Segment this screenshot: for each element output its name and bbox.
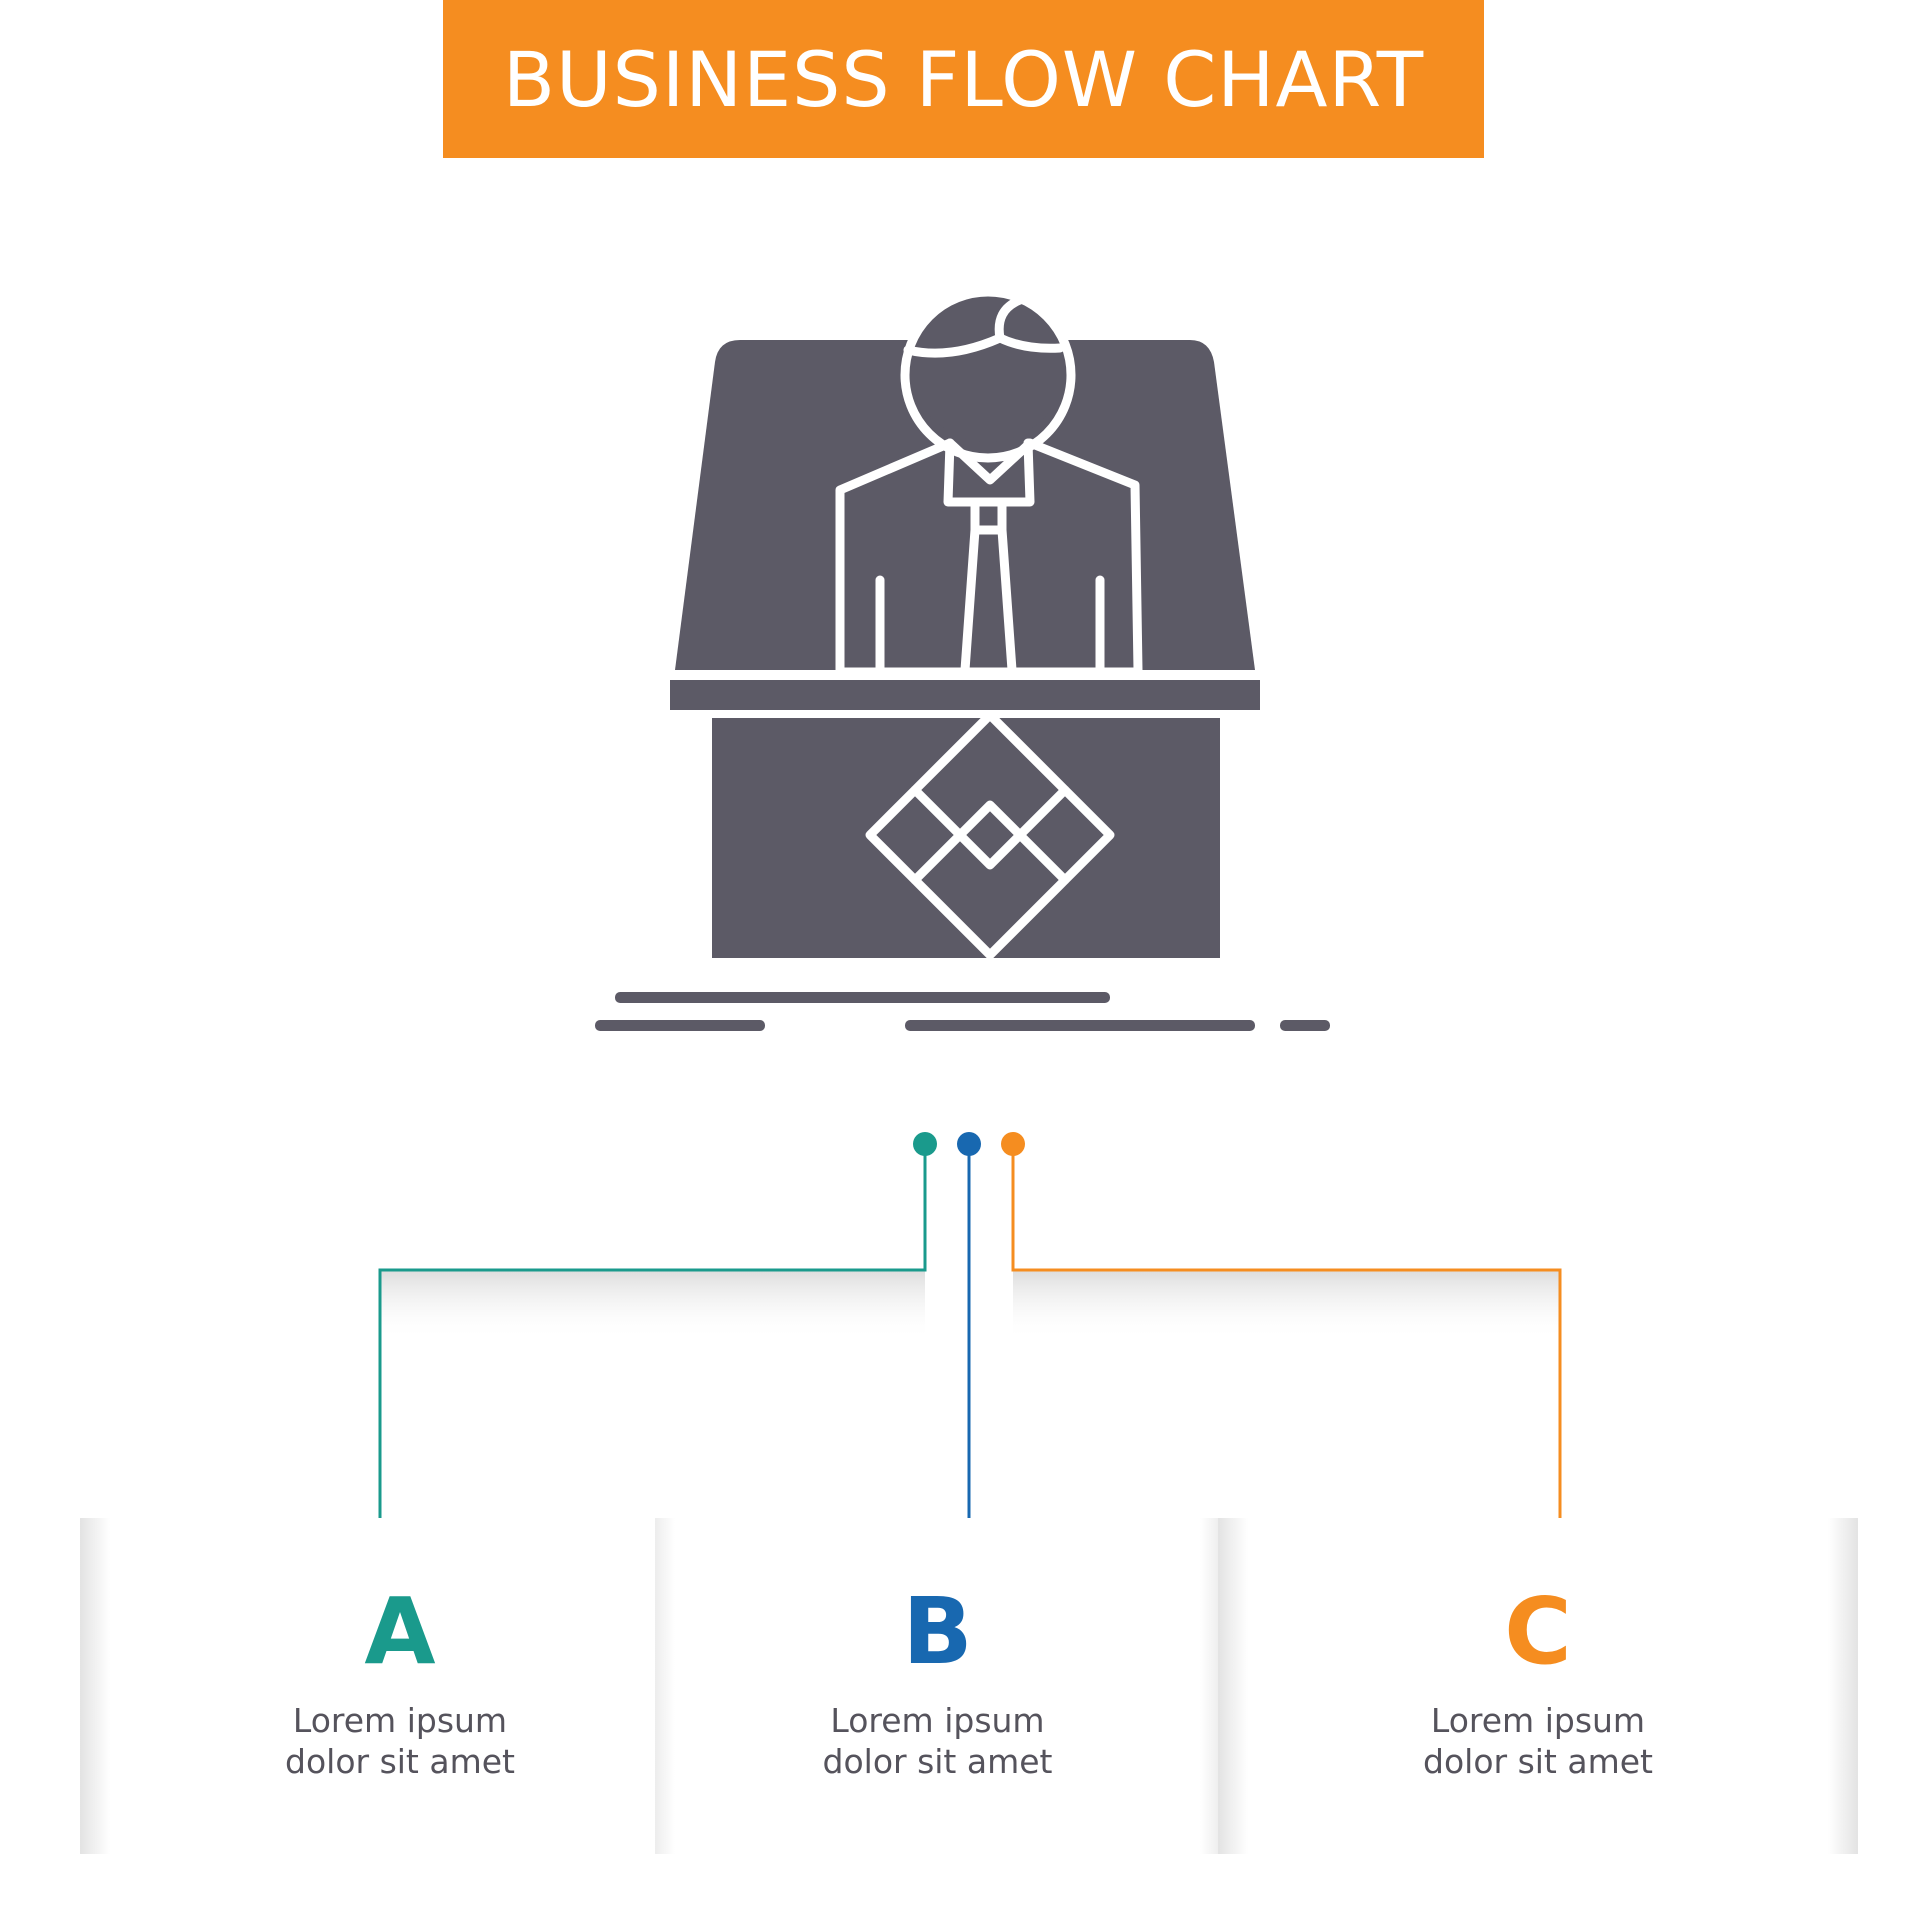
step-letter-c: C bbox=[1504, 1578, 1572, 1685]
connector-a bbox=[378, 1144, 927, 1540]
step-text-a-line2: dolor sit amet bbox=[285, 1742, 515, 1781]
step-card-b: B Lorem ipsum dolor sit amet bbox=[655, 1518, 1220, 1854]
node-dot-b bbox=[957, 1132, 981, 1156]
step-text-b-line1: Lorem ipsum bbox=[830, 1701, 1045, 1740]
step-text-b: Lorem ipsum dolor sit amet bbox=[655, 1700, 1220, 1782]
step-letter-b: B bbox=[902, 1578, 973, 1685]
step-card-a: A Lorem ipsum dolor sit amet bbox=[80, 1518, 720, 1854]
title-banner: BUSINESS FLOW CHART bbox=[443, 0, 1484, 158]
flow-connectors bbox=[378, 1132, 1562, 1540]
node-dot-a bbox=[913, 1132, 937, 1156]
step-text-c-line2: dolor sit amet bbox=[1423, 1742, 1653, 1781]
step-text-c: Lorem ipsum dolor sit amet bbox=[1218, 1700, 1858, 1782]
step-text-a-line1: Lorem ipsum bbox=[292, 1701, 508, 1740]
step-text-a: Lorem ipsum dolor sit amet bbox=[80, 1700, 720, 1782]
node-dot-c bbox=[1001, 1132, 1025, 1156]
connector-c bbox=[1011, 1144, 1562, 1540]
step-text-c-line1: Lorem ipsum bbox=[1430, 1701, 1646, 1740]
page-title: BUSINESS FLOW CHART bbox=[502, 34, 1425, 124]
step-card-c: C Lorem ipsum dolor sit amet bbox=[1218, 1518, 1858, 1854]
businessman-at-desk-icon bbox=[595, 290, 1330, 1031]
step-letter-a: A bbox=[364, 1578, 436, 1685]
step-text-b-line2: dolor sit amet bbox=[822, 1742, 1053, 1781]
